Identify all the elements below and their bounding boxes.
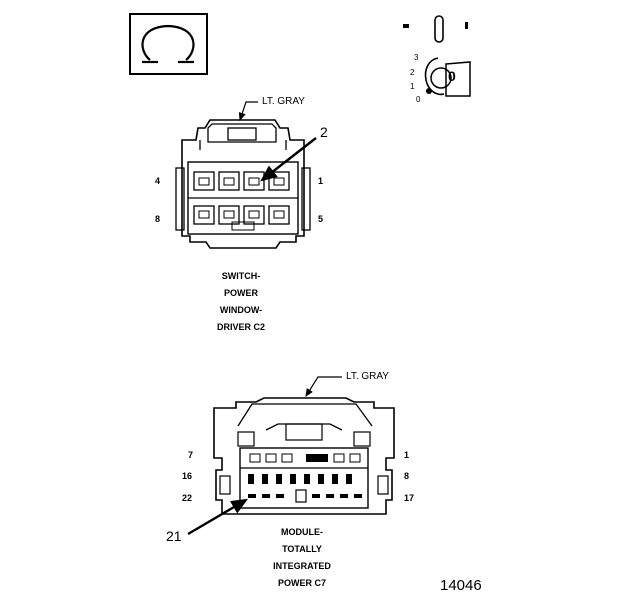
c2-pin-8: 8 — [155, 214, 161, 224]
c2-title-line: DRIVER C2 — [216, 322, 265, 332]
connector-c2 — [175, 101, 317, 249]
c7-title-line: POWER C7 — [277, 578, 326, 588]
connector-c7 — [187, 376, 395, 536]
c2-title-line: POWER — [223, 288, 258, 298]
ignition-position-0: 0 — [416, 95, 421, 104]
c7-pin-1: 1 — [404, 450, 410, 460]
c2-pin-4: 4 — [155, 176, 161, 186]
c7-pin-7: 7 — [188, 450, 194, 460]
ignition-key-label: 0 — [448, 68, 456, 84]
c2-title: SWITCH- POWER WINDOW- DRIVER C2 — [181, 268, 301, 336]
c7-pin-22: 22 — [182, 493, 193, 503]
c7-row2-cavities — [248, 474, 352, 484]
c7-title-line: INTEGRATED — [273, 561, 331, 571]
c7-pin-17: 17 — [404, 493, 415, 503]
c7-title-line: MODULE- — [281, 527, 323, 537]
c2-lower-cavities — [193, 205, 290, 231]
c2-title-line: SWITCH- — [221, 271, 261, 281]
ignition-switch-symbol — [403, 15, 471, 97]
c2-color-label: LT. GRAY — [262, 96, 305, 107]
c7-pin-8: 8 — [404, 471, 410, 481]
omega-icon — [141, 24, 195, 64]
c2-callout-number: 2 — [320, 124, 328, 140]
figure-number: 14046 — [440, 577, 482, 594]
c2-title-line: WINDOW- — [219, 305, 263, 315]
ignition-position-2: 2 — [410, 68, 415, 77]
c7-callout-number: 21 — [166, 528, 182, 544]
c2-pin-1: 1 — [318, 176, 324, 186]
c7-row3-cavities — [248, 489, 362, 503]
c7-title: MODULE- TOTALLY INTEGRATED POWER C7 — [242, 524, 362, 592]
ignition-position-3: 3 — [414, 53, 419, 62]
c2-upper-cavities — [193, 171, 290, 191]
c7-row1-cavities — [249, 453, 361, 463]
c7-title-line: TOTALLY — [282, 544, 322, 554]
c7-color-label: LT. GRAY — [346, 371, 389, 382]
c2-pin-5: 5 — [318, 214, 324, 224]
ignition-position-1: 1 — [410, 82, 415, 91]
omega-symbol — [129, 13, 208, 75]
c7-pin-16: 16 — [182, 471, 193, 481]
